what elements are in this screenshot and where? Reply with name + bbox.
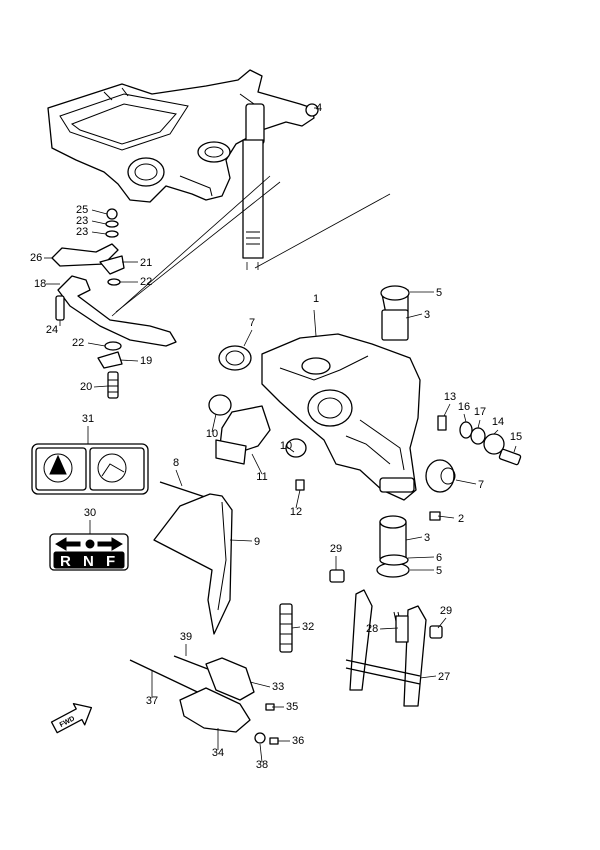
callout-23: 23 <box>76 226 88 238</box>
callout-leader-9 <box>229 539 253 542</box>
callout-leader-7 <box>243 329 253 347</box>
callout-16: 16 <box>458 401 470 413</box>
callout-24: 24 <box>46 324 58 336</box>
callout-29: 29 <box>440 605 452 617</box>
callout-39: 39 <box>180 631 192 643</box>
callout-leader-1 <box>313 309 317 337</box>
bottom-linkage <box>129 655 279 745</box>
callout-27: 27 <box>438 671 450 683</box>
callout-leader-6 <box>407 556 435 559</box>
fwd-arrow-icon: FWD <box>50 702 93 734</box>
callout-20: 20 <box>80 381 92 393</box>
callout-5: 5 <box>436 287 442 299</box>
callout-38: 38 <box>256 759 268 771</box>
callout-11: 11 <box>256 471 267 483</box>
callout-3: 3 <box>424 309 430 321</box>
callout-leader-23 <box>91 220 107 225</box>
callout-leader-19 <box>119 359 139 362</box>
shift-label: R N F <box>49 533 129 571</box>
callout-19: 19 <box>140 355 152 367</box>
callout-leader-12 <box>295 489 301 509</box>
callout-leader-33 <box>249 681 271 688</box>
callout-29: 29 <box>330 543 342 555</box>
callout-10: 10 <box>280 440 292 452</box>
callout-26: 26 <box>30 252 42 264</box>
shift-letter-r: R <box>60 553 71 570</box>
callout-35: 35 <box>286 701 298 713</box>
warning-label <box>31 443 149 495</box>
callout-leader-23 <box>91 231 107 235</box>
callout-7: 7 <box>249 317 255 329</box>
callout-leader-3 <box>405 313 423 319</box>
callout-leader-38 <box>259 743 263 763</box>
callout-32: 32 <box>302 621 314 633</box>
clamp-bracket-assembly <box>47 69 319 259</box>
callout-15: 15 <box>510 431 522 443</box>
callout-25: 25 <box>76 204 88 216</box>
callout-leader-20 <box>93 385 109 388</box>
callout-9: 9 <box>254 536 260 548</box>
callout-10: 10 <box>206 428 218 440</box>
callout-leader-11 <box>251 453 263 475</box>
callout-14: 14 <box>492 416 504 428</box>
callout-23: 23 <box>76 215 88 227</box>
callout-34: 34 <box>212 747 224 759</box>
callout-5: 5 <box>436 565 442 577</box>
shift-letter-n: N <box>83 553 94 570</box>
callout-31: 31 <box>82 413 94 425</box>
callout-leader-13 <box>443 403 451 417</box>
callout-6: 6 <box>436 552 442 564</box>
callout-1: 1 <box>313 293 319 305</box>
callout-7: 7 <box>478 479 484 491</box>
callout-3: 3 <box>424 532 430 544</box>
callout-leader-8 <box>175 469 183 487</box>
callout-17: 17 <box>474 406 486 418</box>
callout-37: 37 <box>146 695 158 707</box>
callout-13: 13 <box>444 391 456 403</box>
callout-leader-15 <box>513 445 517 453</box>
small-parts-left <box>51 208 177 399</box>
projection-lines <box>111 175 391 317</box>
callout-leader-10 <box>285 445 295 453</box>
shift-shaft-assembly <box>329 569 443 707</box>
callout-21: 21 <box>140 257 152 269</box>
callout-12: 12 <box>290 506 302 518</box>
callout-leader-2 <box>437 515 455 519</box>
callout-leader-10 <box>211 413 217 433</box>
callout-2: 2 <box>458 513 464 525</box>
callout-22: 22 <box>72 337 84 349</box>
callout-8: 8 <box>173 457 179 469</box>
callout-leader-17 <box>477 419 481 429</box>
callout-leader-27 <box>419 675 437 679</box>
swivel-bracket <box>208 285 522 578</box>
callout-28: 28 <box>366 623 378 635</box>
callout-4: 4 <box>316 102 322 114</box>
shift-letter-f: F <box>106 553 115 570</box>
callout-leader-7 <box>455 479 477 485</box>
callout-leader-16 <box>463 413 467 423</box>
shift-lever-assembly <box>153 481 293 653</box>
callout-22: 22 <box>140 276 152 288</box>
callout-leader-25 <box>91 209 108 215</box>
callout-18: 18 <box>34 278 46 290</box>
callout-30: 30 <box>84 507 96 519</box>
callout-leader-32 <box>291 626 301 629</box>
callout-leader-29 <box>437 617 447 629</box>
callout-leader-14 <box>493 429 499 435</box>
callout-leader-3 <box>405 536 423 541</box>
callout-leader-28 <box>379 627 399 630</box>
callout-leader-22 <box>87 342 106 347</box>
callout-33: 33 <box>272 681 284 693</box>
callout-36: 36 <box>292 735 304 747</box>
